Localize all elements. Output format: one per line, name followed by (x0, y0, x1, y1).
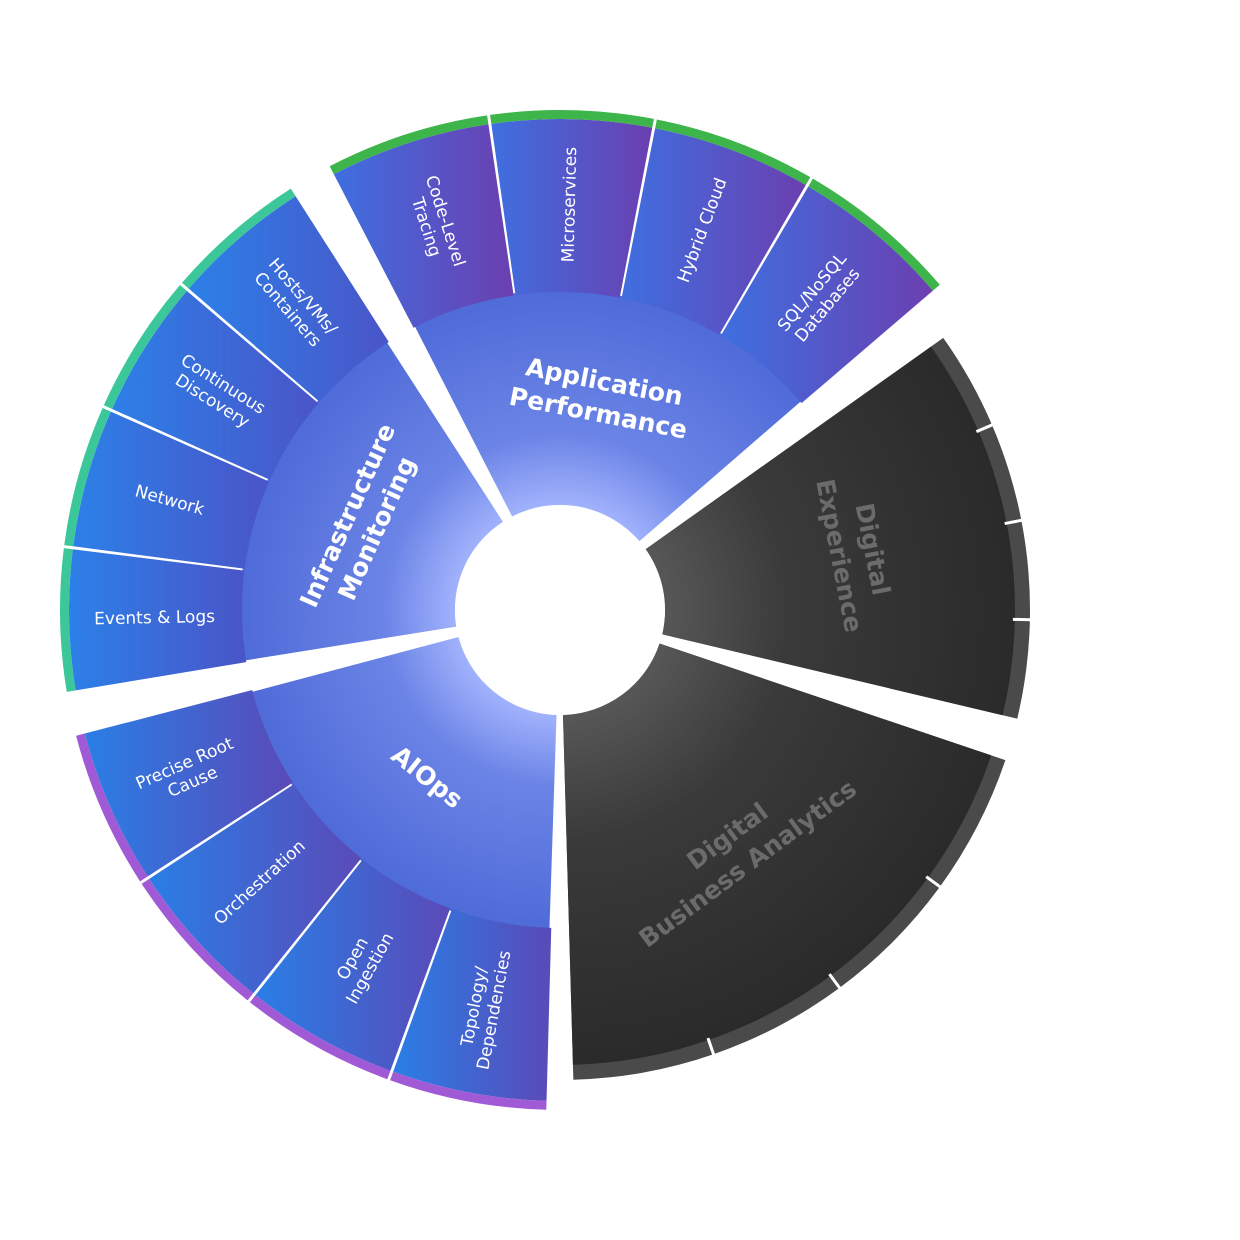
sub-topology-dependencies[interactable] (390, 909, 552, 1110)
hybrid-cloud-tile[interactable] (621, 128, 806, 335)
segment-dx[interactable] (645, 337, 1031, 719)
sub-microservices-label-line: Microservices (558, 147, 581, 263)
dx-rim-tick (975, 423, 994, 434)
open-ingestion-tile[interactable] (255, 859, 451, 1071)
sub-sql-nosql-databases[interactable] (720, 178, 940, 404)
topology-dependencies-ring (390, 1071, 547, 1110)
microservices-tile[interactable] (491, 118, 653, 298)
segment-aiops[interactable] (76, 636, 557, 1110)
dba-rim-tick (828, 973, 842, 990)
sub-hosts-vms-containers[interactable] (181, 188, 389, 402)
events-logs-tile[interactable] (68, 549, 247, 691)
sub-continuous-discovery[interactable] (103, 284, 319, 480)
dx-body[interactable] (645, 346, 1016, 716)
sub-microservices[interactable] (490, 110, 654, 298)
aiops-core[interactable] (250, 636, 557, 930)
sub-code-level-tracing[interactable] (329, 115, 514, 328)
dba-rim-tick (706, 1037, 716, 1056)
sub-open-ingestion[interactable] (249, 859, 451, 1080)
sub-events-logs[interactable] (59, 548, 247, 692)
continuous-discovery-ring (103, 284, 187, 409)
sub-hybrid-cloud[interactable] (621, 119, 811, 335)
sub-network[interactable] (64, 408, 270, 569)
segment-app[interactable] (329, 110, 940, 542)
code-level-tracing-tile[interactable] (333, 124, 514, 328)
sub-events-logs-label-line: Events & Logs (94, 607, 215, 629)
precise-root-cause-tile[interactable] (84, 690, 293, 877)
hybrid-cloud-ring (655, 119, 811, 185)
dba-rim-tick (925, 875, 942, 889)
network-tile[interactable] (73, 411, 270, 569)
sub-orchestration[interactable] (141, 784, 362, 1001)
precise-root-cause-ring (76, 733, 148, 882)
dba-body[interactable] (562, 643, 992, 1065)
hosts-vms-containers-tile[interactable] (188, 196, 389, 402)
events-logs-ring (59, 548, 76, 692)
segments-layer (59, 110, 1031, 1110)
microservices-ring (490, 110, 654, 128)
continuous-discovery-tile[interactable] (112, 290, 319, 480)
hosts-vms-containers-ring (181, 188, 296, 289)
segment-infra[interactable] (59, 188, 503, 692)
sub-precise-root-cause[interactable] (76, 690, 293, 882)
code-level-tracing-ring (329, 115, 489, 175)
sql-nosql-databases-ring (808, 178, 940, 291)
sql-nosql-databases-tile[interactable] (720, 186, 933, 404)
app-core[interactable] (414, 290, 802, 542)
dx-rim-tick (1004, 518, 1023, 526)
open-ingestion-ring (249, 995, 391, 1080)
topology-dependencies-tile[interactable] (393, 909, 552, 1101)
network-ring (64, 408, 111, 547)
sub-events-logs-label: Events & Logs (94, 607, 215, 629)
center-hole (455, 505, 665, 715)
segment-dba[interactable] (562, 643, 1006, 1080)
orchestration-ring (141, 878, 254, 1001)
infra-core[interactable] (239, 341, 503, 661)
orchestration-tile[interactable] (149, 784, 362, 994)
sub-microservices-label: Microservices (558, 147, 581, 263)
